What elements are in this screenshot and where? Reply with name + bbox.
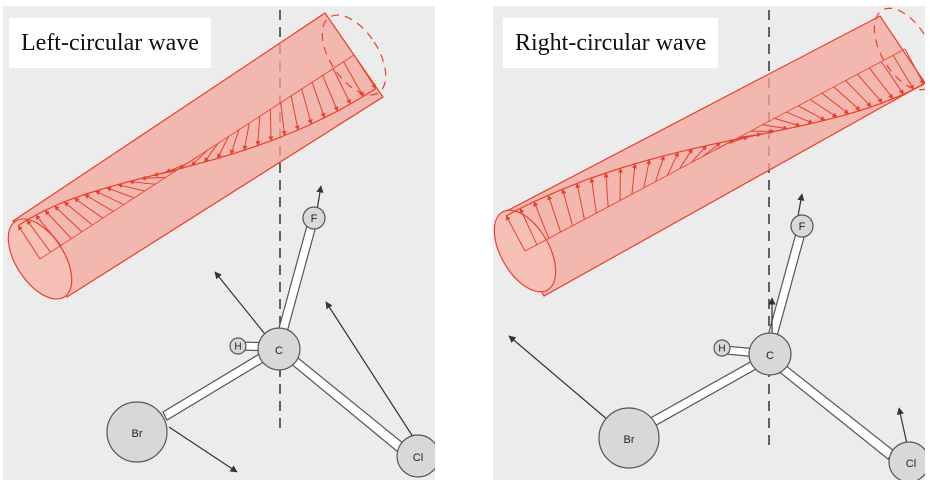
field-vector-arrow	[191, 149, 208, 166]
field-vector-arrow	[786, 111, 814, 124]
field-vector-arrow	[904, 48, 925, 85]
field-vector-arrow	[667, 151, 679, 176]
field-vector-arrow	[561, 188, 573, 226]
field-vector-arrow	[35, 214, 62, 246]
field-vector-arrow	[678, 148, 693, 170]
field-vector-arrow	[242, 122, 250, 151]
field-vector-arrow	[63, 201, 93, 226]
svg-text:Br: Br	[624, 434, 635, 446]
field-vector-arrow	[128, 179, 156, 185]
field-vector-arrow	[140, 175, 166, 181]
atom-f: F	[790, 214, 814, 238]
field-vector-arrow	[255, 116, 261, 147]
field-vector-arrows	[17, 54, 377, 260]
field-vector-arrow	[643, 159, 652, 188]
right-circular-panel: F H C Br Cl Right-circular wave	[493, 6, 925, 480]
field-vector-arrow	[702, 142, 721, 157]
panel-title: Right-circular wave	[503, 18, 719, 68]
svg-text:Br: Br	[132, 428, 143, 440]
field-vector-arrow	[533, 201, 550, 239]
panel-title: Left-circular wave	[9, 18, 211, 68]
field-vector-arrow	[809, 99, 838, 118]
svg-text:Cl: Cl	[906, 458, 916, 470]
field-vector-arrow	[547, 194, 562, 233]
cylinder-axis	[39, 54, 355, 260]
field-vector-arrow	[631, 163, 638, 195]
field-vector-arrow	[94, 190, 124, 206]
field-vector-arrow	[353, 54, 377, 89]
field-vector-arrow	[268, 109, 274, 142]
left-circular-diagram: F H C Br Cl	[7, 10, 435, 478]
field-vector-arrow	[332, 68, 351, 105]
field-vector-arrow	[117, 183, 145, 192]
right-circular-diagram: F H C Br Cl	[493, 7, 925, 480]
field-vector-arrow	[892, 55, 915, 90]
field-vector-arrow	[26, 219, 51, 253]
field-vector-arrow	[311, 82, 326, 119]
field-vector-arrow	[774, 117, 801, 128]
field-vector-arrow	[203, 143, 219, 163]
field-vector-arrow	[217, 136, 229, 159]
field-vector-arrow	[229, 129, 240, 155]
atom-c: C	[257, 327, 301, 371]
helix-curve	[17, 87, 377, 227]
field-vector-arrow	[797, 105, 826, 121]
field-vector-arrow	[301, 88, 313, 125]
cylinder-axis	[524, 48, 906, 252]
molecule-arrows	[168, 185, 416, 473]
field-vector-arrow	[322, 75, 339, 112]
field-vector-arrow	[505, 215, 526, 252]
field-vector-arrow	[655, 155, 665, 182]
molecule-bonds	[646, 225, 895, 460]
atom-br: Br	[106, 401, 168, 463]
molecule-bonds	[162, 221, 405, 453]
svg-text:C: C	[766, 350, 774, 362]
atom-h: H	[713, 339, 731, 357]
atom-cl: Cl	[396, 434, 435, 478]
field-vector-arrow	[880, 61, 904, 95]
field-vector-arrow	[857, 73, 883, 104]
atom-br: Br	[598, 407, 660, 469]
svg-text:H: H	[718, 344, 725, 355]
field-vector-arrow	[519, 208, 538, 245]
field-vector-arrow	[54, 205, 83, 233]
atom-f: F	[302, 206, 326, 230]
svg-text:H: H	[234, 342, 241, 353]
field-vector-arrow	[869, 67, 894, 100]
field-vector-arrow	[343, 61, 364, 97]
molecule-arrows	[508, 193, 908, 445]
field-vector-arrow	[280, 102, 287, 136]
field-vector-arrow	[290, 95, 300, 131]
helix-curve	[505, 83, 925, 217]
field-vector-arrow	[762, 124, 789, 131]
field-vector-arrow	[575, 182, 585, 220]
field-vector-arrow	[17, 225, 41, 260]
field-vector-arrow	[106, 186, 135, 199]
field-vector-arrow	[845, 80, 872, 108]
field-vector-arrow	[589, 177, 597, 214]
svg-text:C: C	[275, 345, 283, 357]
field-vector-arrow	[84, 194, 114, 212]
svg-text:F: F	[799, 221, 806, 233]
field-vector-arrow	[617, 167, 623, 201]
svg-text:Cl: Cl	[413, 452, 423, 464]
field-vector-arrow	[44, 210, 72, 239]
field-vector-arrow	[73, 197, 104, 219]
atom-h: H	[229, 337, 247, 355]
atom-cl: Cl	[888, 441, 925, 480]
field-vector-arrow	[603, 172, 609, 207]
atom-c: C	[748, 332, 792, 376]
field-vector-arrow	[833, 86, 861, 111]
field-vector-arrows	[505, 48, 925, 252]
field-vector-arrow	[821, 92, 850, 115]
field-vector-arrow	[690, 145, 707, 163]
svg-text:F: F	[311, 213, 318, 225]
left-circular-panel: F H C Br Cl Left-circular wave	[3, 6, 435, 480]
